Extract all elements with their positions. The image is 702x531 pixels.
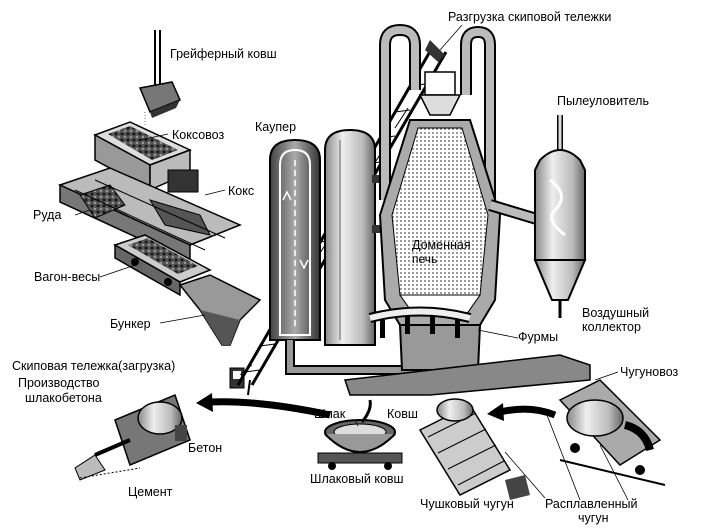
label-ladle: Ковш: [387, 407, 418, 421]
cowper-stove-left: [269, 138, 321, 341]
label-dust-catcher: Пылеуловитель: [557, 94, 649, 108]
iron-ladle-car: [558, 379, 666, 486]
label-cement: Цемент: [128, 485, 173, 499]
label-molten-iron-line1: Расплавленный: [545, 497, 638, 511]
label-bunker: Бункер: [110, 317, 151, 331]
coke-car-illustration: [93, 121, 199, 193]
label-slag-ladle: Шлаковый ковш: [310, 472, 404, 486]
label-iron-car: Чугуновоз: [620, 365, 679, 379]
slag-concrete-plant: [74, 393, 191, 481]
label-weigh-car: Вагон-весы: [34, 270, 101, 284]
label-slag-concrete-line2: шлакобетона: [25, 391, 102, 405]
label-coke-car: Коксовоз: [172, 128, 225, 142]
label-pig-iron: Чушковый чугун: [420, 497, 514, 511]
label-slag: Шлак: [314, 407, 346, 421]
label-grab-bucket: Грейферный ковш: [170, 47, 277, 61]
label-air-collector-line2: коллектор: [582, 320, 641, 334]
leader-lines: [74, 24, 629, 501]
pig-casting-machine: [418, 398, 530, 500]
cowper-stove-right: [324, 128, 382, 346]
label-concrete: Бетон: [188, 441, 223, 455]
label-slag-concrete-line1: Производство: [18, 376, 100, 390]
flow-arrow-to-concrete: [196, 393, 331, 419]
bunker-illustration: [178, 274, 262, 389]
flow-arrow-to-pig-iron: [487, 403, 557, 421]
slag-ladle-car: [317, 399, 403, 470]
label-cowper: Каупер: [255, 120, 297, 134]
grab-bucket-illustration: [138, 30, 182, 125]
label-ore: Руда: [33, 208, 62, 222]
label-air-collector-line1: Воздушный: [582, 306, 650, 320]
label-blast-furnace-line2: печь: [412, 252, 438, 266]
weigh-car-illustration: [113, 234, 212, 297]
blast-furnace: [343, 23, 591, 396]
label-tuyeres: Фурмы: [518, 330, 559, 344]
label-blast-furnace-line1: Доменная: [412, 238, 471, 252]
dust-catcher: [533, 115, 587, 318]
label-coke: Кокс: [228, 184, 255, 198]
label-molten-iron-line2: чугун: [578, 511, 609, 525]
label-skip-unload: Разгрузка скиповой тележки: [448, 10, 612, 24]
label-skip-car-load: Скиповая тележка(загрузка): [12, 359, 176, 373]
ore-conveyor-illustration: [57, 167, 242, 264]
